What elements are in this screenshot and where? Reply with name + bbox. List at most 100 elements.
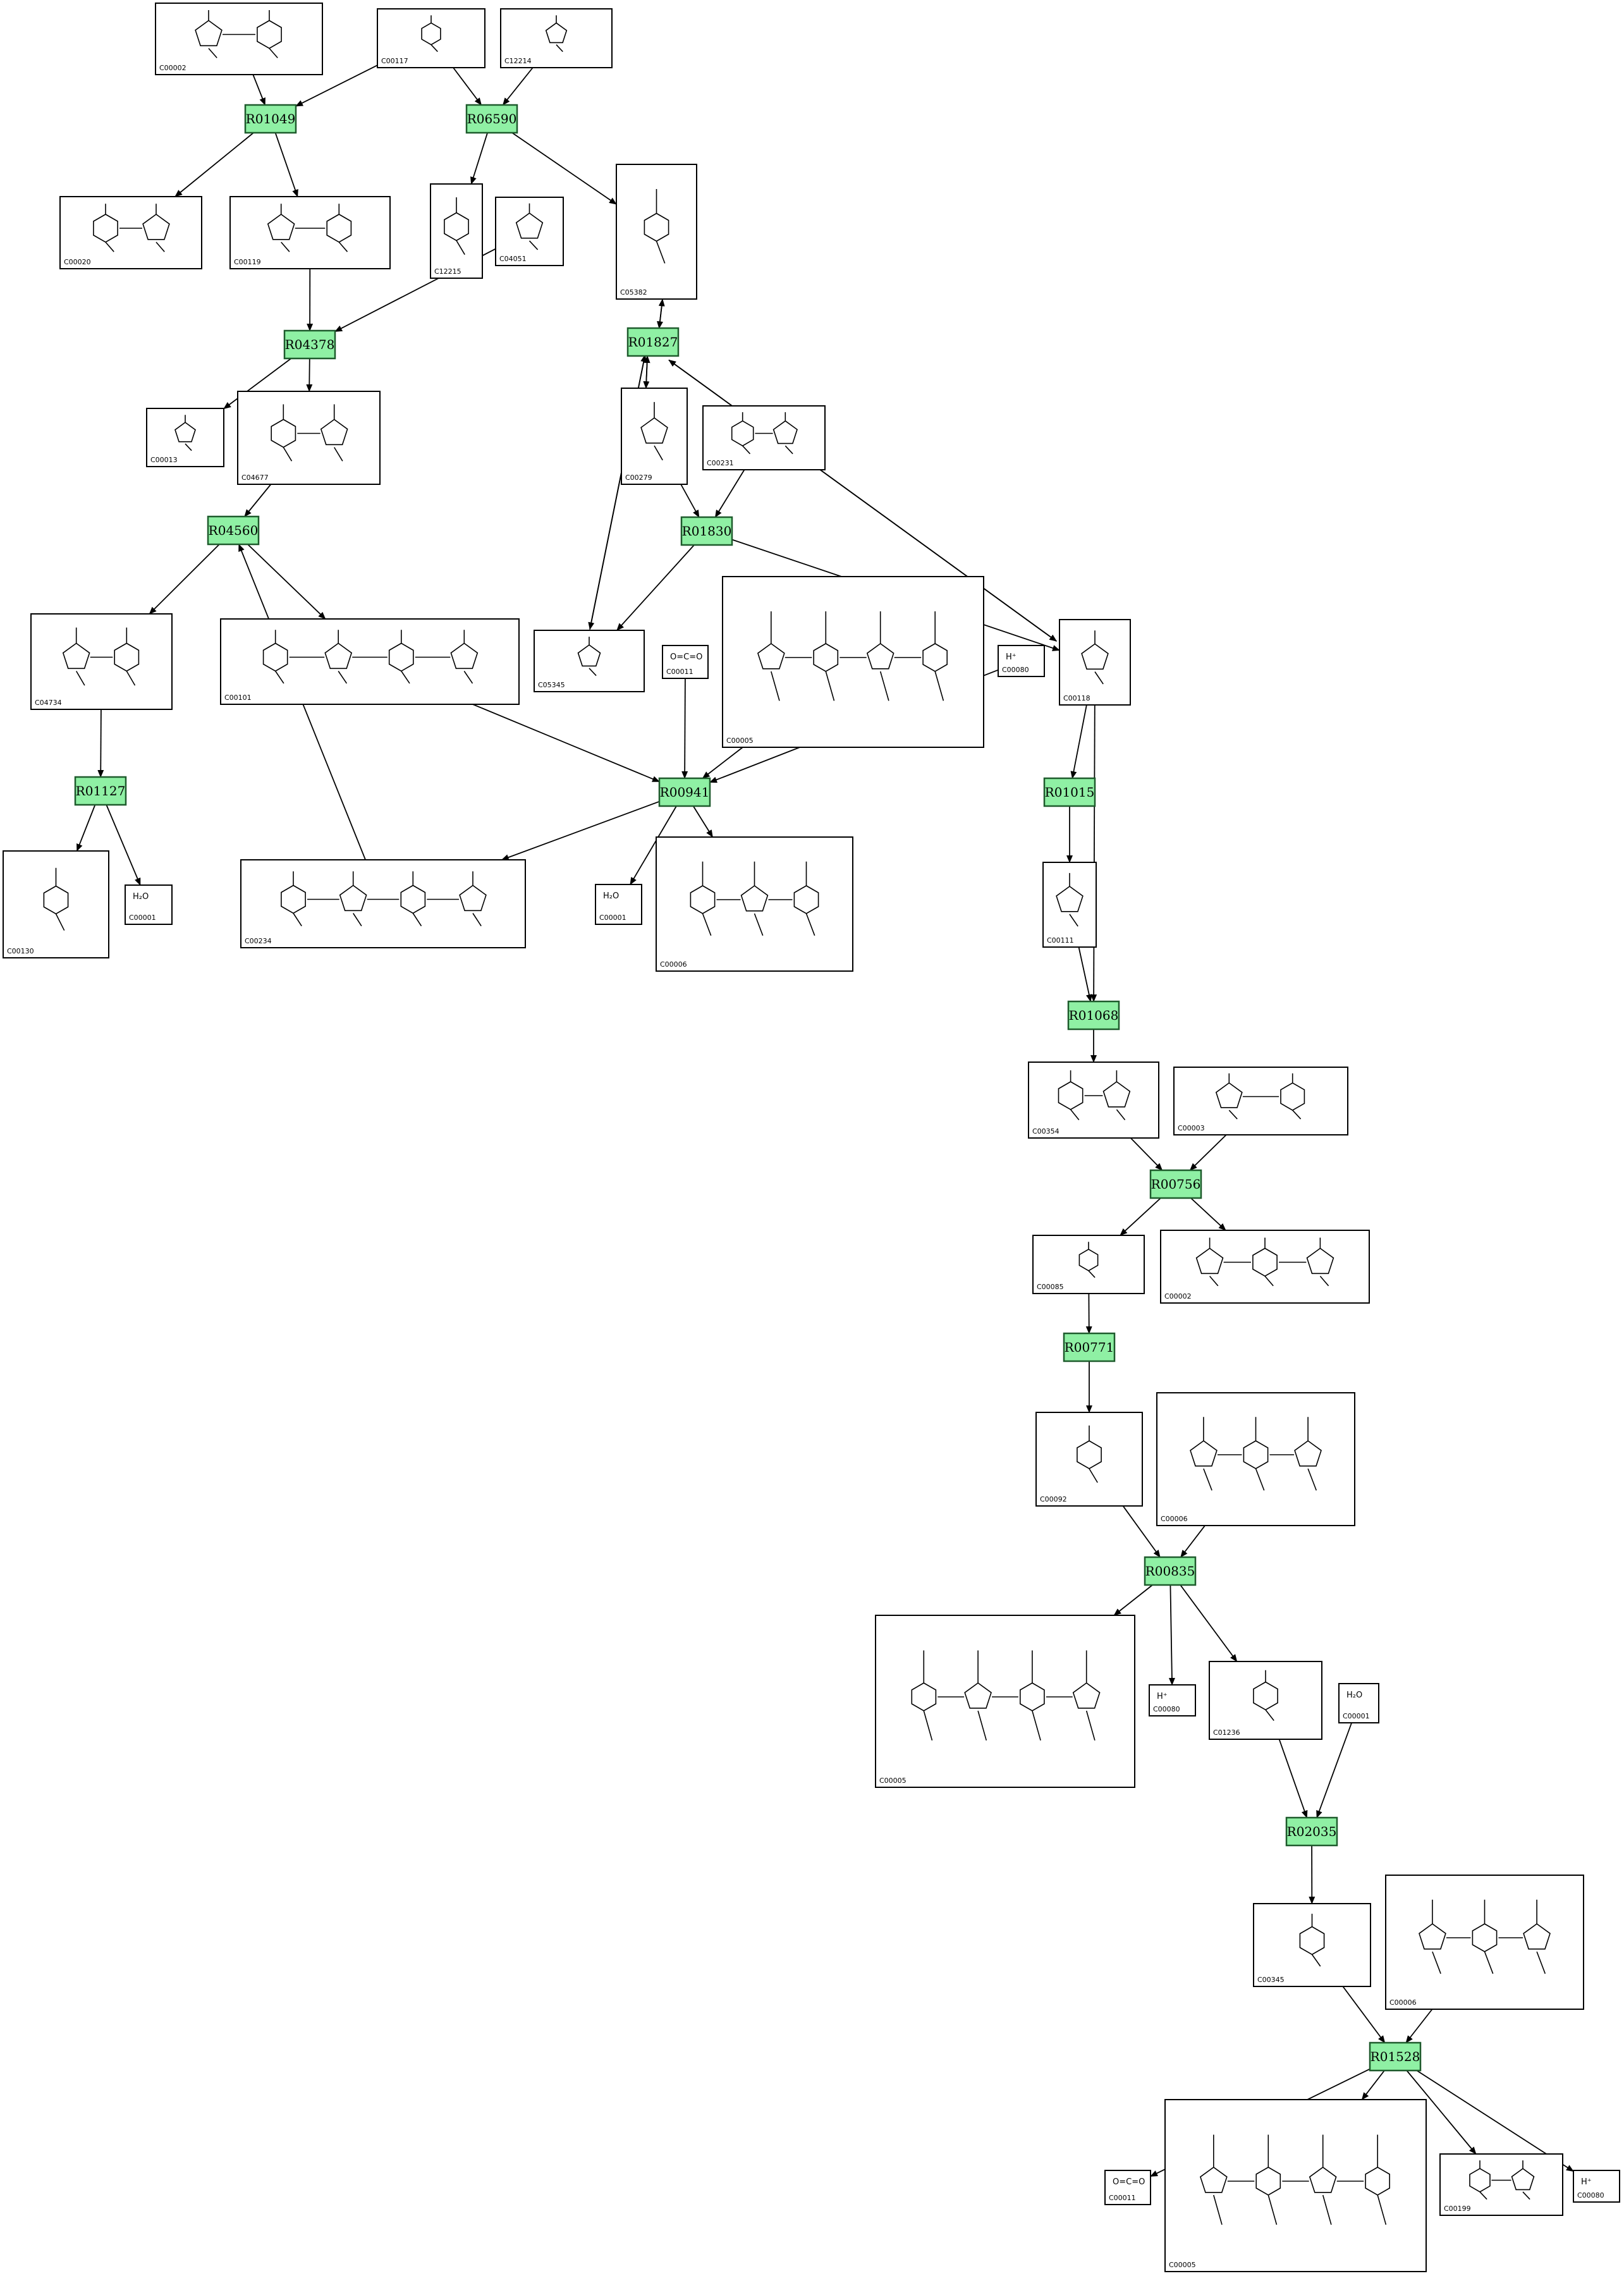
reaction-edge bbox=[252, 74, 266, 106]
reaction-node[interactable]: R01528 bbox=[1369, 2041, 1422, 2072]
reaction-id-label: R01830 bbox=[682, 523, 732, 539]
compound-node[interactable]: C04677 bbox=[237, 391, 381, 485]
reaction-node[interactable]: R01049 bbox=[244, 104, 297, 134]
reaction-node[interactable]: R06590 bbox=[465, 104, 518, 134]
reaction-edge bbox=[1130, 1137, 1163, 1171]
compound-node[interactable]: C01236 bbox=[1209, 1661, 1322, 1740]
reaction-box bbox=[465, 104, 518, 134]
compound-node[interactable]: C04734 bbox=[30, 613, 173, 710]
reaction-node[interactable]: R02035 bbox=[1285, 1816, 1338, 1847]
compound-node[interactable]: C12214 bbox=[500, 8, 613, 68]
compound-box bbox=[237, 391, 381, 485]
compound-box bbox=[1164, 2099, 1427, 2272]
compound-node[interactable]: C00006 bbox=[656, 836, 853, 972]
reaction-edge bbox=[702, 747, 743, 779]
compound-node[interactable]: C00013 bbox=[146, 408, 224, 467]
compound-node[interactable]: C00002 bbox=[1160, 1230, 1370, 1304]
reaction-node[interactable]: R04560 bbox=[207, 515, 260, 546]
compound-box bbox=[1156, 1392, 1355, 1526]
reaction-node[interactable]: R01015 bbox=[1043, 777, 1096, 807]
reaction-box bbox=[244, 104, 297, 134]
compound-node[interactable]: C05382 bbox=[616, 164, 697, 300]
reaction-node[interactable]: R01068 bbox=[1067, 1000, 1120, 1031]
compound-id-label: C00005 bbox=[1169, 2261, 1196, 2269]
compound-box bbox=[1385, 1875, 1584, 2010]
compound-node[interactable]: C00117 bbox=[377, 8, 485, 68]
reaction-edge bbox=[714, 469, 745, 518]
reaction-edge bbox=[511, 132, 617, 205]
compound-box bbox=[1028, 1062, 1159, 1139]
reaction-node[interactable]: R00941 bbox=[658, 777, 711, 807]
compound-node[interactable]: C00345 bbox=[1253, 1903, 1371, 1987]
compound-node[interactable]: C00005 bbox=[722, 576, 984, 748]
compound-node[interactable]: C00354 bbox=[1028, 1062, 1159, 1139]
compound-formula: H₂O bbox=[1346, 1691, 1362, 1700]
reaction-node[interactable]: R01127 bbox=[74, 776, 127, 806]
compound-box bbox=[1173, 1067, 1348, 1135]
compound-node[interactable]: C00111 bbox=[1042, 862, 1097, 948]
compound-node[interactable]: C00005 bbox=[875, 1615, 1135, 1788]
compound-node[interactable]: C00231 bbox=[702, 405, 826, 470]
compound-node[interactable]: C00006 bbox=[1156, 1392, 1355, 1526]
compound-node[interactable]: C00101 bbox=[220, 618, 520, 705]
compound-node[interactable]: H⁺C00080 bbox=[1149, 1684, 1196, 1716]
compound-node[interactable]: C00279 bbox=[621, 388, 688, 485]
compound-node[interactable]: H₂O C00001 bbox=[1338, 1683, 1379, 1723]
compound-node[interactable]: C00006 bbox=[1385, 1875, 1584, 2010]
compound-node[interactable]: C05345 bbox=[534, 630, 645, 692]
structure-sketch bbox=[1195, 1237, 1334, 1287]
compound-node[interactable]: C00020 bbox=[59, 196, 202, 269]
compound-node[interactable]: H⁺C00080 bbox=[1573, 2170, 1620, 2203]
compound-box bbox=[656, 836, 853, 972]
compound-node[interactable]: C00003 bbox=[1173, 1067, 1348, 1135]
compound-id-label: C00020 bbox=[64, 258, 91, 266]
reaction-edge bbox=[1189, 1134, 1227, 1171]
compound-node[interactable]: C00005 bbox=[1164, 2099, 1427, 2272]
reaction-id-label: R01127 bbox=[76, 783, 126, 798]
compound-node[interactable]: C12215 bbox=[430, 183, 483, 279]
reaction-node[interactable]: R00835 bbox=[1144, 1556, 1197, 1586]
reaction-id-label: R00835 bbox=[1145, 1563, 1195, 1579]
compound-node[interactable]: C00199 bbox=[1439, 2153, 1563, 2216]
reaction-node[interactable]: R00756 bbox=[1149, 1169, 1202, 1199]
reaction-node[interactable]: R04378 bbox=[283, 329, 336, 360]
reaction-edge bbox=[501, 800, 660, 860]
compound-box bbox=[1149, 1684, 1196, 1716]
reaction-id-label: R06590 bbox=[467, 111, 517, 126]
compound-box bbox=[1439, 2153, 1563, 2216]
compound-id-label: C00231 bbox=[707, 459, 734, 467]
compound-node[interactable]: C00092 bbox=[1035, 1412, 1143, 1507]
compound-node[interactable]: C00119 bbox=[229, 196, 391, 269]
compound-node[interactable]: C04051 bbox=[495, 197, 564, 266]
structure-sketch bbox=[1215, 1073, 1305, 1120]
reaction-box bbox=[207, 515, 260, 546]
compound-node[interactable]: C00118 bbox=[1059, 619, 1131, 706]
compound-box bbox=[125, 884, 173, 925]
structure-sketch bbox=[1253, 1670, 1278, 1721]
compound-node[interactable]: C00130 bbox=[3, 850, 109, 958]
compound-id-label: C00080 bbox=[1002, 666, 1029, 674]
compound-id-label: C05345 bbox=[538, 681, 565, 689]
compound-node[interactable]: C00234 bbox=[240, 859, 526, 948]
reaction-node[interactable]: R00771 bbox=[1063, 1332, 1116, 1362]
compound-box bbox=[875, 1615, 1135, 1788]
compound-id-label: C04051 bbox=[499, 255, 527, 263]
compound-node[interactable]: H⁺C00080 bbox=[998, 645, 1045, 677]
reaction-node[interactable]: R01830 bbox=[680, 516, 733, 546]
reaction-edge bbox=[1120, 1197, 1161, 1236]
compound-id-label: C00001 bbox=[1343, 1712, 1370, 1720]
structure-sketch bbox=[731, 412, 798, 455]
compound-node[interactable]: C00085 bbox=[1032, 1235, 1145, 1294]
compound-id-label: C12214 bbox=[504, 57, 532, 65]
reaction-node[interactable]: R01827 bbox=[626, 327, 680, 357]
structure-sketch bbox=[43, 867, 69, 931]
compound-node[interactable]: C00002 bbox=[155, 3, 323, 75]
reaction-edge bbox=[306, 358, 313, 392]
reaction-edge bbox=[223, 358, 292, 410]
structure-sketch bbox=[757, 611, 948, 701]
